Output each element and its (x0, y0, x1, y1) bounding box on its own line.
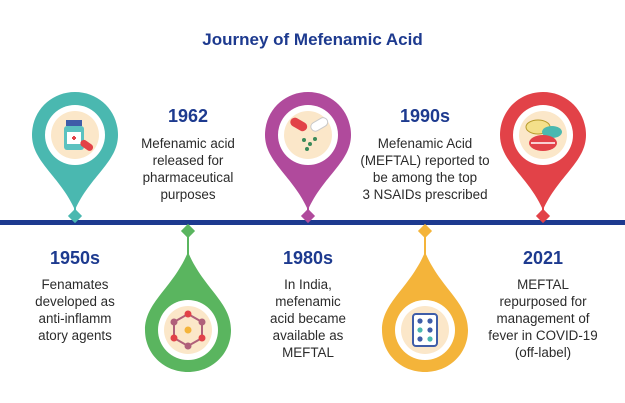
event-year: 1950s (49, 248, 101, 268)
event-year: 1962 (167, 106, 209, 126)
event-year: 1980s (282, 248, 334, 268)
page-title: Journey of Mefenamic Acid (202, 30, 423, 49)
medicine-bottle-icon (51, 111, 99, 159)
blister-pack-icon (401, 306, 449, 354)
event-year: 2021 (522, 248, 564, 268)
pin-1990s (382, 252, 468, 372)
event-year: 1990s (399, 106, 451, 126)
molecule-icon (164, 306, 212, 354)
stem-1962 (187, 228, 189, 258)
tablets-icon (519, 111, 567, 159)
pin-2021 (500, 92, 586, 210)
pin-1980s (265, 92, 351, 210)
pin-1950s (32, 92, 118, 210)
timeline-axis (0, 220, 625, 225)
stem-1990s (424, 228, 426, 258)
capsule-pills-icon (284, 111, 332, 159)
pin-1962 (145, 252, 231, 372)
